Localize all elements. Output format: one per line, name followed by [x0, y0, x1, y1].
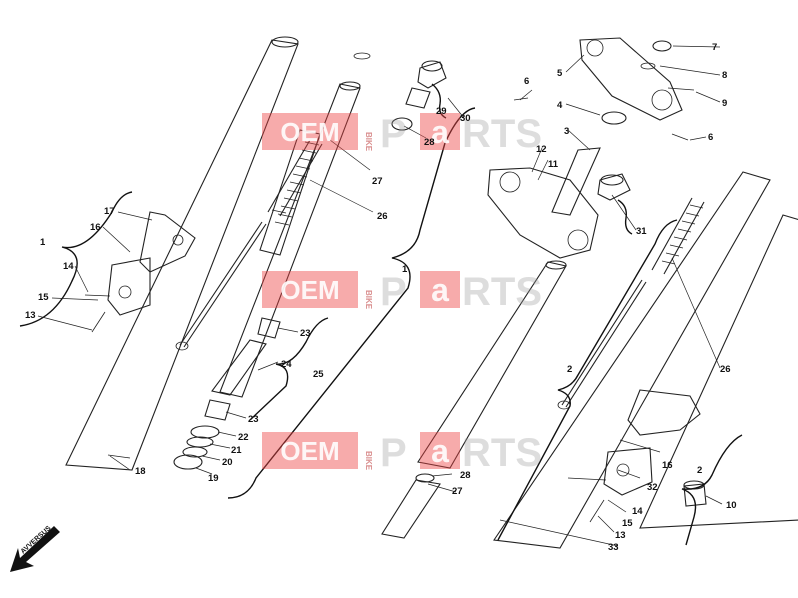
svg-text:OEM: OEM [280, 117, 339, 147]
callout-18: 18 [135, 466, 146, 477]
callout-10: 10 [726, 500, 737, 511]
callout-27b: 27 [452, 486, 463, 497]
callout-6b: 6 [524, 76, 529, 87]
watermark-2: OEM BIKE P a RTS [262, 270, 542, 314]
svg-text:RTS: RTS [462, 112, 542, 156]
lower-triple-clamp [487, 147, 601, 259]
callout-24: 24 [281, 359, 292, 370]
callout-26b: 26 [720, 364, 731, 375]
right-caliper-bracket [567, 389, 701, 523]
callout-32: 32 [647, 482, 658, 493]
svg-text:P: P [380, 431, 407, 475]
callout-30: 30 [460, 113, 471, 124]
callout-4: 4 [557, 100, 563, 111]
svg-text:a: a [431, 272, 449, 308]
svg-text:OEM: OEM [280, 275, 339, 305]
callout-25: 25 [313, 369, 324, 380]
middle-outer-tube [381, 260, 567, 539]
callout-28: 28 [424, 137, 435, 148]
svg-text:RTS: RTS [462, 270, 542, 314]
callout-15b: 15 [622, 518, 633, 529]
callout-13: 13 [25, 310, 36, 321]
callout-3: 3 [564, 126, 569, 137]
watermark-1: OEM BIKE P a RTS [262, 112, 542, 156]
svg-text:a: a [431, 114, 449, 150]
direction-arrow: AVVERSUS [10, 525, 60, 572]
callout-28b: 28 [460, 470, 471, 481]
callout-27: 27 [372, 176, 383, 187]
svg-text:BIKE: BIKE [364, 451, 373, 471]
callout-22: 22 [238, 432, 249, 443]
callout-26: 26 [377, 211, 388, 222]
svg-text:RTS: RTS [462, 431, 542, 475]
callout-23: 23 [300, 328, 311, 339]
assembly-braces [19, 83, 743, 546]
callout-14: 14 [63, 261, 74, 272]
right-top-cap [597, 173, 631, 201]
svg-text:P: P [380, 112, 407, 156]
callout-13b: 13 [615, 530, 626, 541]
callout-9: 9 [722, 98, 727, 109]
svg-text:BIKE: BIKE [364, 132, 373, 152]
right-damper-rod [557, 279, 647, 410]
left-caliper-bracket [84, 211, 196, 333]
callout-5: 5 [557, 68, 563, 79]
leader-lines [37, 45, 723, 547]
callout-1: 1 [40, 237, 46, 248]
callout-8: 8 [722, 70, 727, 81]
callout-numbers: 17 16 1 14 15 13 18 27 26 23 24 25 23 22… [25, 42, 737, 553]
callout-33: 33 [608, 542, 619, 553]
callout-21: 21 [231, 445, 242, 456]
left-damper-rod [175, 221, 267, 351]
callout-31: 31 [636, 226, 647, 237]
callout-15: 15 [38, 292, 49, 303]
callout-6: 6 [708, 132, 713, 143]
svg-text:OEM: OEM [280, 436, 339, 466]
upper-triple-clamp [579, 37, 695, 141]
left-top-cap [353, 52, 447, 131]
callout-16: 16 [90, 222, 101, 233]
callout-12: 12 [536, 144, 547, 155]
svg-text:a: a [431, 433, 449, 469]
right-fork-spring [651, 197, 705, 275]
callout-11: 11 [548, 159, 559, 170]
callout-19: 19 [208, 473, 219, 484]
svg-text:P: P [380, 270, 407, 314]
left-fork-spring [267, 139, 323, 226]
callout-23b: 23 [248, 414, 259, 425]
callout-29: 29 [436, 106, 447, 117]
callout-16b: 16 [662, 460, 673, 471]
callout-17: 17 [104, 206, 115, 217]
svg-text:BIKE: BIKE [364, 290, 373, 310]
left-outer-tube [65, 36, 299, 471]
watermark-3: OEM BIKE P a RTS [262, 431, 542, 475]
callout-7: 7 [712, 42, 717, 53]
callout-2: 2 [567, 364, 572, 375]
callout-20: 20 [222, 457, 233, 468]
callout-2b: 2 [697, 465, 702, 476]
callout-14b: 14 [632, 506, 643, 517]
callout-1b: 1 [402, 264, 408, 275]
